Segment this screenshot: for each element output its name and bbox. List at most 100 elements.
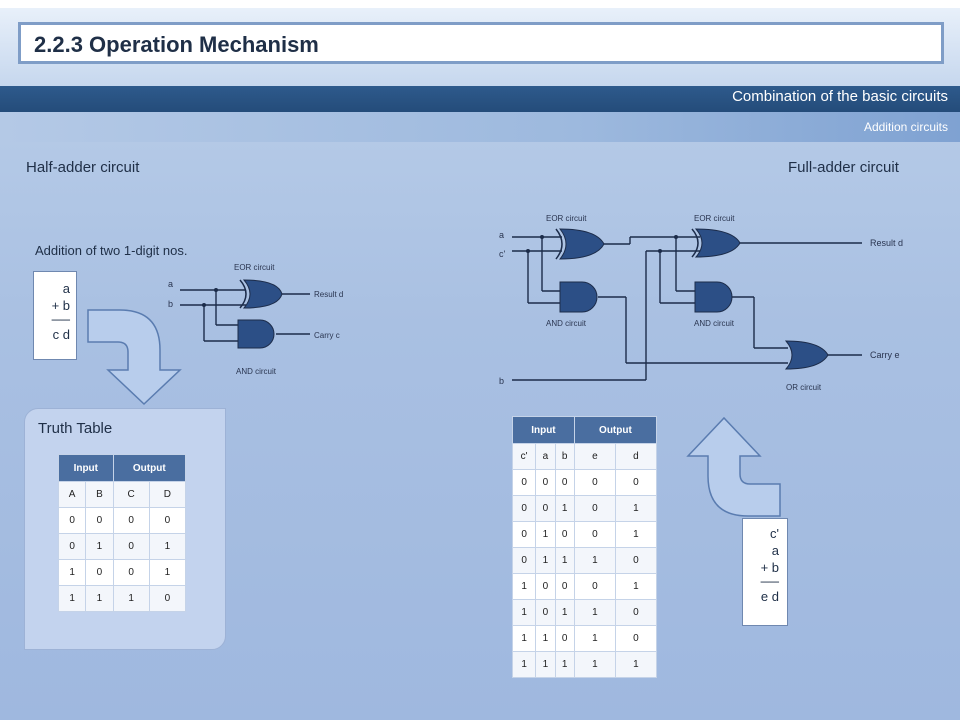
table-cell: 1: [511, 625, 537, 652]
table-cell: 1: [614, 521, 658, 548]
or-gate-label: OR circuit: [786, 383, 822, 392]
table-cell: 1: [57, 559, 87, 586]
table-cell: 1: [614, 495, 658, 522]
full-adder-circuit: [512, 228, 862, 381]
subtitle-band: [0, 86, 960, 112]
table-cell: 0: [573, 521, 616, 548]
half-adder-heading: Half-adder circuit: [26, 159, 140, 176]
table-cell: 0: [535, 469, 556, 496]
equation-line: a: [771, 543, 779, 558]
table-cell: 1: [554, 547, 575, 574]
eor1-gate-label: EOR circuit: [546, 214, 587, 223]
table-cell: 1: [554, 495, 575, 522]
input-label-a: a: [168, 279, 174, 289]
table-cell: 1: [535, 625, 556, 652]
table-cell: 0: [112, 559, 150, 586]
input-label-c-prime: c': [499, 249, 506, 259]
full-adder-equation: c' a + b ── e d: [742, 518, 788, 626]
truth-table-title: Truth Table: [38, 420, 113, 437]
table-cell: 0: [535, 599, 556, 626]
half-adder-equation: a + b ── c d: [33, 271, 77, 360]
table-column-header: e: [573, 443, 616, 470]
table-cell: 1: [85, 585, 114, 612]
table-cell: 0: [614, 599, 658, 626]
and-gate-label: AND circuit: [236, 367, 277, 376]
equation-line: c d: [52, 327, 70, 342]
output-label-carry: Carry c: [314, 331, 340, 340]
output-label-result: Result d: [870, 238, 904, 248]
table-cell: 0: [511, 521, 537, 548]
table-cell: 1: [57, 585, 87, 612]
table-cell: 1: [535, 547, 556, 574]
full-adder-heading: Full-adder circuit: [788, 159, 899, 176]
table-cell: 0: [148, 585, 187, 612]
eor2-gate-label: EOR circuit: [694, 214, 735, 223]
table-column-header: C: [112, 481, 150, 508]
table-cell: 0: [554, 521, 575, 548]
table-cell: 0: [614, 625, 658, 652]
table-cell: 0: [511, 495, 537, 522]
half-adder-circuit: [180, 279, 310, 349]
eor-gate-label: EOR circuit: [234, 263, 275, 272]
table-cell: 0: [148, 507, 187, 534]
input-label-b: b: [499, 376, 505, 386]
top-strip: [0, 0, 960, 8]
table-cell: 1: [573, 625, 616, 652]
equation-rule: ──: [760, 574, 779, 589]
curved-arrow-down-icon: [87, 309, 182, 406]
equation-line: + b: [760, 560, 779, 575]
table-column-header: A: [57, 481, 87, 508]
equation-line: + b: [51, 298, 70, 313]
and1-gate-label: AND circuit: [546, 319, 587, 328]
table-cell: 1: [614, 573, 658, 600]
table-cell: 0: [554, 573, 575, 600]
table-column-header: D: [148, 481, 187, 508]
equation-rule: ──: [51, 312, 70, 327]
table-cell: 1: [554, 599, 575, 626]
table-cell: 1: [148, 533, 187, 560]
table-group-header: Input: [512, 416, 575, 444]
table-cell: 0: [112, 533, 150, 560]
table-group-header: Input: [58, 454, 114, 482]
input-label-a: a: [499, 230, 505, 240]
section-band: [0, 112, 960, 142]
table-cell: 0: [614, 469, 658, 496]
table-cell: 0: [511, 547, 537, 574]
table-cell: 1: [573, 547, 616, 574]
output-label-result: Result d: [314, 290, 344, 299]
table-cell: 0: [614, 547, 658, 574]
table-column-header: b: [554, 443, 575, 470]
table-cell: 0: [554, 469, 575, 496]
table-column-header: c': [511, 443, 537, 470]
table-cell: 1: [511, 599, 537, 626]
table-cell: 0: [57, 507, 87, 534]
output-label-carry: Carry e: [870, 350, 900, 360]
table-cell: 0: [511, 469, 537, 496]
equation-line: a: [62, 281, 70, 296]
table-cell: 0: [85, 507, 114, 534]
table-cell: 0: [573, 469, 616, 496]
page-title: 2.2.3 Operation Mechanism: [34, 32, 319, 57]
subtitle: Combination of the basic circuits: [732, 88, 948, 105]
section-label: Addition circuits: [863, 120, 948, 134]
and2-gate-label: AND circuit: [694, 319, 735, 328]
table-column-header: a: [535, 443, 556, 470]
title-box: [18, 22, 944, 64]
table-column-header: B: [85, 481, 114, 508]
table-cell: 0: [85, 559, 114, 586]
half-adder-caption: Addition of two 1-digit nos.: [35, 243, 188, 258]
